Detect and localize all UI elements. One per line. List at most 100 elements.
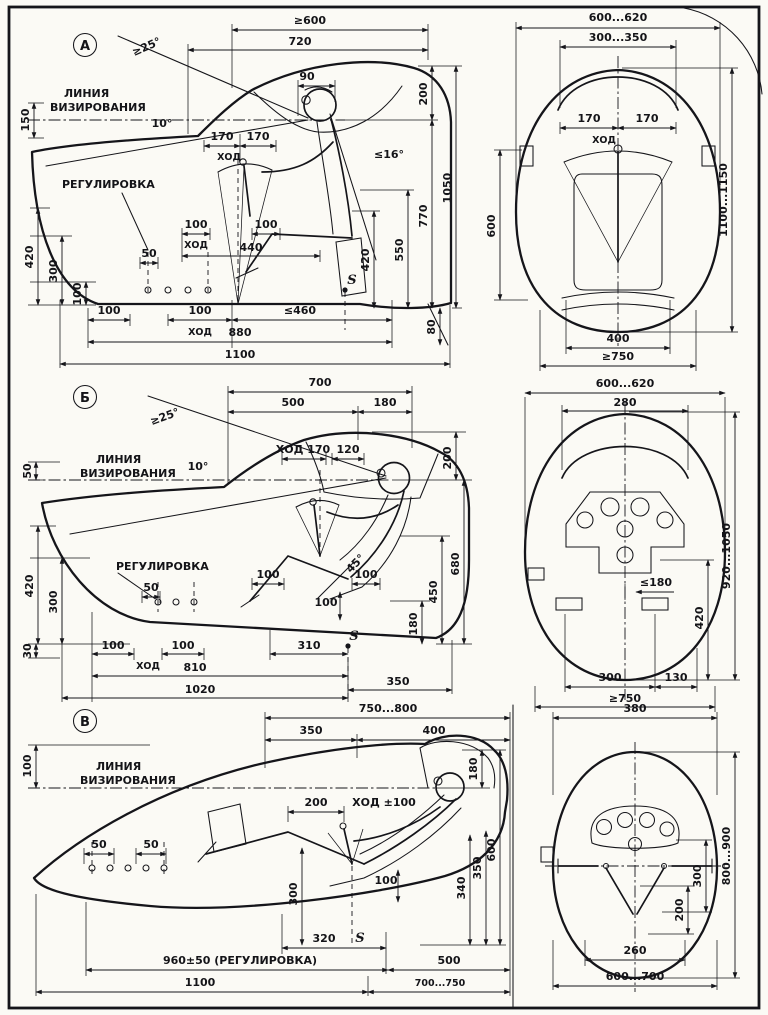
b-seat-ref-s: S [349, 629, 358, 644]
v-dim-500: 500 [438, 954, 461, 967]
stick-travel-arc-a-front [563, 150, 673, 163]
control-stick-a [243, 165, 251, 217]
stick-travel-fan-a-front [563, 161, 673, 263]
b-hod-170: ХОД 170 [276, 443, 331, 456]
goggles-v [433, 776, 443, 786]
dimension-lines-a-front [497, 25, 735, 369]
bf-dim-420: 420 [693, 606, 706, 629]
pilot-back-b [350, 490, 405, 578]
bf-dim-300: 300 [599, 671, 622, 684]
b-dim-700: 700 [309, 376, 332, 389]
pilot-figure-a [235, 86, 367, 297]
a-bot-100-a: 100 [98, 304, 121, 317]
vf-dim-300: 300 [691, 864, 704, 887]
b-bot-100-b: 100 [172, 639, 195, 652]
fuselage-outline-v [32, 734, 509, 909]
bf-dim-280: 280 [614, 396, 637, 409]
af-dim-170-right: 170 [636, 112, 659, 125]
panel-v-front: 380 800...900 300 200 260 600...700 [540, 702, 740, 992]
panel-a-front: 600...620 300...350 170 170 ХОД 600 1100… [485, 11, 738, 371]
a-dim-720: 720 [289, 35, 312, 48]
b-sight-label-1: ЛИНИЯ [96, 453, 141, 466]
af-hod: ХОД [592, 135, 616, 146]
panel-b-front: 600...620 280 ≤180 920...1050 420 300 13… [523, 377, 740, 712]
b-bot-hod: ХОД [136, 661, 160, 672]
b-dim-300: 300 [47, 590, 60, 613]
pedal-adjustment-holes-v [88, 864, 168, 872]
pilot-back-v [363, 798, 457, 865]
af-dim-600: 600 [485, 214, 498, 237]
a-reg-label: РЕГУЛИРОВКА [62, 178, 155, 191]
a-dim-770: 770 [417, 204, 430, 227]
a-stick-hod: ХОД [217, 152, 241, 163]
bf-dim-750: ≥750 [609, 692, 642, 705]
extension-lines-a [28, 24, 462, 368]
bf-dim-600-620: 600...620 [596, 377, 655, 390]
seat-a-front [573, 173, 663, 291]
rudder-vee-v [605, 867, 665, 915]
af-dim-750: ≥750 [602, 350, 635, 363]
a-angle-25: ≥25° [130, 35, 163, 59]
canopy-latch-right-a [701, 145, 716, 167]
v-sight-label-2: ВИЗИРОВАНИЯ [80, 774, 176, 787]
b-reg-label: РЕГУЛИРОВКА [116, 560, 209, 573]
v-dim-200: 200 [305, 796, 328, 809]
v-dim-50-b: 50 [143, 838, 159, 851]
variant-badge-a [72, 32, 98, 58]
variant-badge-b [72, 384, 98, 410]
vision-lines-a [45, 35, 377, 261]
canopy-latch-left-a [519, 145, 534, 167]
b-bot-100-a: 100 [102, 639, 125, 652]
cross-section-b [523, 412, 727, 682]
pilot-figure-b [240, 461, 412, 608]
v-dim-600: 600 [485, 838, 498, 861]
b-dim-100-b: 100 [355, 568, 378, 581]
control-stick-v [343, 828, 353, 865]
bf-dim-180: ≤180 [640, 576, 673, 589]
a-dim-880: 880 [229, 326, 252, 339]
fuselage-outline-b [40, 431, 471, 640]
pilot-head-b [377, 461, 411, 495]
vision-lines-b [69, 395, 387, 535]
dimension-lines-a [31, 27, 459, 367]
a-dim-1100: 1100 [225, 348, 256, 361]
seat-angle-line-b [317, 561, 355, 599]
seat-adjustment-holes-b [154, 598, 198, 606]
a-dim-550: 550 [393, 238, 406, 261]
reg-leader-b [117, 572, 155, 599]
pilot-figure-v [197, 772, 465, 887]
pilot-back-a [330, 118, 353, 237]
panel-b-side: Б [21, 376, 472, 702]
a-dim-50: 50 [141, 247, 157, 260]
v-dim-960: 960±50 (РЕГУЛИРОВКА) [163, 954, 317, 967]
console-box-b [527, 567, 545, 581]
vf-dim-260: 260 [624, 944, 647, 957]
b-dim-450: 450 [427, 580, 440, 603]
pedal-right-b [641, 597, 669, 611]
reference-dashes-a [147, 160, 346, 330]
b-dim-120: 120 [337, 443, 360, 456]
goggles-a [301, 95, 311, 105]
extension-lines-a-front [494, 22, 738, 371]
v-dim-1100: 1100 [185, 976, 216, 989]
bf-dim-130: 130 [665, 671, 688, 684]
af-dim-1100-1150: 1100...1150 [717, 163, 730, 237]
v-dim-750-800: 750...800 [359, 702, 418, 715]
v-dim-300: 300 [287, 882, 300, 905]
b-angle-10: 10° [188, 460, 209, 473]
a-stick-170-left: 170 [211, 130, 234, 143]
b-dim-1020: 1020 [185, 683, 216, 696]
stick-travel-arc-b [295, 499, 340, 508]
a-stick-170-right: 170 [247, 130, 270, 143]
b-dim-30: 30 [21, 643, 34, 659]
v-sight-label-1: ЛИНИЯ [96, 760, 141, 773]
stick-travel-fan-v [327, 828, 364, 865]
a-bot-hod: ХОД [188, 327, 212, 338]
b-dim-310: 310 [298, 639, 321, 652]
seat-rails-a-front [561, 291, 675, 311]
af-dim-600-620: 600...620 [589, 11, 648, 24]
a-dim-80: 80 [425, 319, 438, 335]
instrument-dials-b [576, 497, 674, 564]
a-dim-100-left: 100 [71, 282, 84, 305]
